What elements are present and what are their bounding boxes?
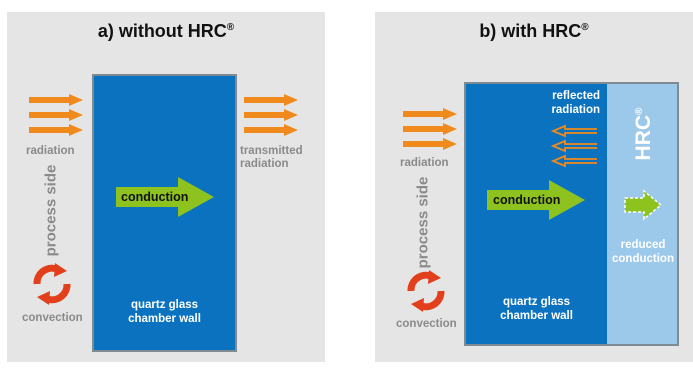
radiation-label-a: radiation	[26, 145, 75, 157]
panel-b-title: b) with HRC®	[479, 21, 589, 41]
reduced-conduction-label: reduced conduction	[612, 239, 674, 265]
conduction-label-a: conduction	[121, 190, 189, 204]
panel-without-hrc: a) without HRC® radiation process side c…	[7, 12, 325, 362]
radiation-label-b: radiation	[400, 157, 449, 169]
reduced-conduction-arrow	[624, 189, 663, 221]
convection-icon-a	[33, 263, 71, 305]
convection-icon-b	[407, 270, 445, 312]
incoming-radiation-arrows-a	[29, 94, 83, 136]
quartz-wall-b	[464, 82, 609, 346]
incoming-radiation-arrows-b	[403, 108, 457, 150]
panel-with-hrc: b) with HRC® radiation process side conv…	[375, 12, 693, 362]
transmitted-label-a: transmitted radiation	[240, 145, 303, 170]
conduction-label-b: conduction	[493, 193, 561, 207]
hrc-coating-layer	[607, 82, 679, 346]
transmitted-radiation-arrows-a	[244, 94, 298, 136]
wall-label-b: quartz glass chamber wall	[500, 296, 573, 322]
reflected-label-b: reflected radiation	[551, 90, 600, 116]
panel-a-title: a) without HRC®	[97, 21, 235, 41]
conduction-arrow-b	[487, 180, 585, 220]
quartz-wall-a	[92, 74, 237, 352]
hrc-label: HRC®	[632, 107, 655, 161]
convection-label-a: convection	[22, 312, 83, 324]
conduction-arrow-a	[116, 177, 214, 217]
convection-label-b: convection	[396, 318, 457, 330]
reflected-radiation-arrows-b	[550, 124, 597, 168]
wall-label-a: quartz glass chamber wall	[128, 299, 201, 325]
process-side-label-b: process side	[414, 176, 432, 269]
process-side-label-a: process side	[42, 164, 60, 257]
